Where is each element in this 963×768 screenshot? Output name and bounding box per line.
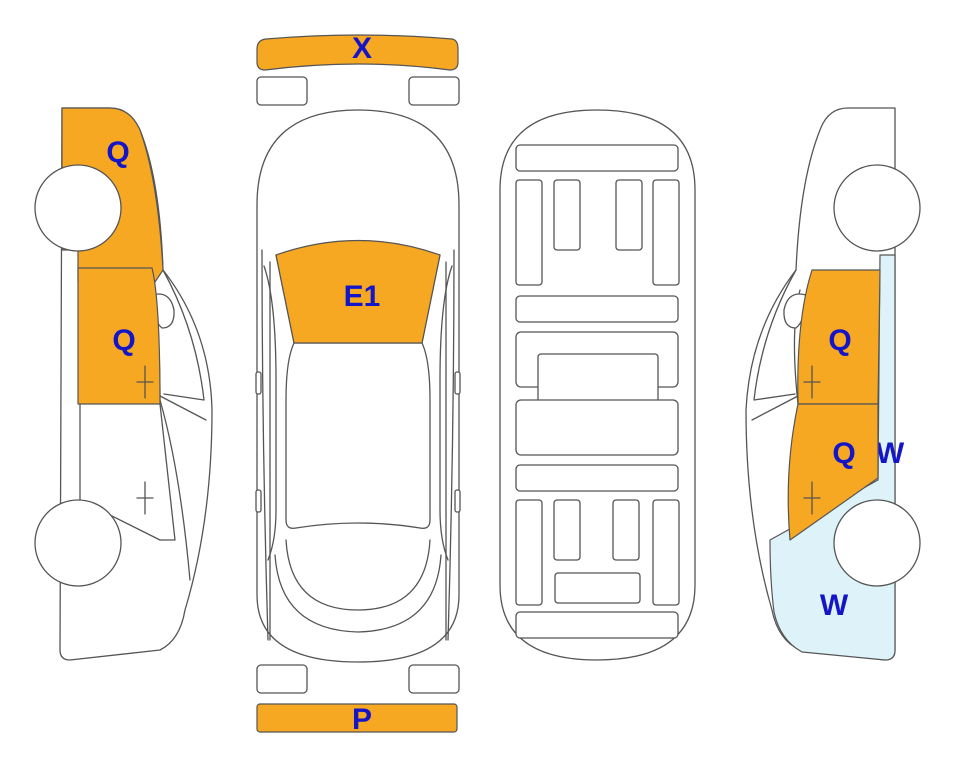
right-front-fender-light[interactable]: W: [876, 437, 905, 470]
right-side-panel-light-label: W: [820, 589, 849, 622]
right-front-fender-light-label: W: [876, 437, 905, 470]
left-front-door-label: Q: [112, 324, 135, 357]
hood-label: E1: [344, 280, 381, 313]
front-left-headlight: [256, 76, 308, 106]
front-bumper[interactable]: X: [256, 32, 459, 71]
right-door-handle-front: [803, 481, 821, 515]
left-front-door-damage: [77, 267, 161, 405]
right-front-wheel-icon: [833, 499, 921, 587]
rear-bumper-label: P: [352, 703, 372, 736]
rear-left-taillight: [256, 664, 308, 694]
hood-damage: [275, 239, 441, 344]
front-bumper-damage: [256, 34, 459, 71]
left-front-wheel-icon: [34, 164, 122, 252]
rear-bumper[interactable]: P: [256, 703, 458, 736]
right-front-door-label: Q: [832, 437, 855, 470]
right-door-handle-rear: [803, 365, 821, 399]
top-view-body: [256, 109, 460, 663]
right-rear-wheel-icon: [833, 164, 921, 252]
front-right-headlight: [408, 76, 460, 106]
rear-right-taillight: [408, 664, 460, 694]
right-front-door[interactable]: Q: [787, 403, 879, 541]
left-front-door[interactable]: Q: [77, 267, 161, 405]
left-front-fender-label: Q: [106, 136, 129, 169]
left-door-handle-front: [136, 365, 154, 399]
front-bumper-label: X: [352, 32, 372, 65]
hood[interactable]: E1: [275, 239, 441, 344]
car-top-view: [255, 109, 461, 663]
right-rear-door-label: Q: [828, 324, 851, 357]
left-rear-wheel-icon: [34, 499, 122, 587]
rear-bumper-damage: [256, 703, 458, 733]
right-rear-door[interactable]: Q: [797, 269, 881, 405]
right-front-door-damage: [787, 403, 879, 541]
left-door-handle-rear: [136, 481, 154, 515]
car-underside-view: [499, 109, 696, 661]
